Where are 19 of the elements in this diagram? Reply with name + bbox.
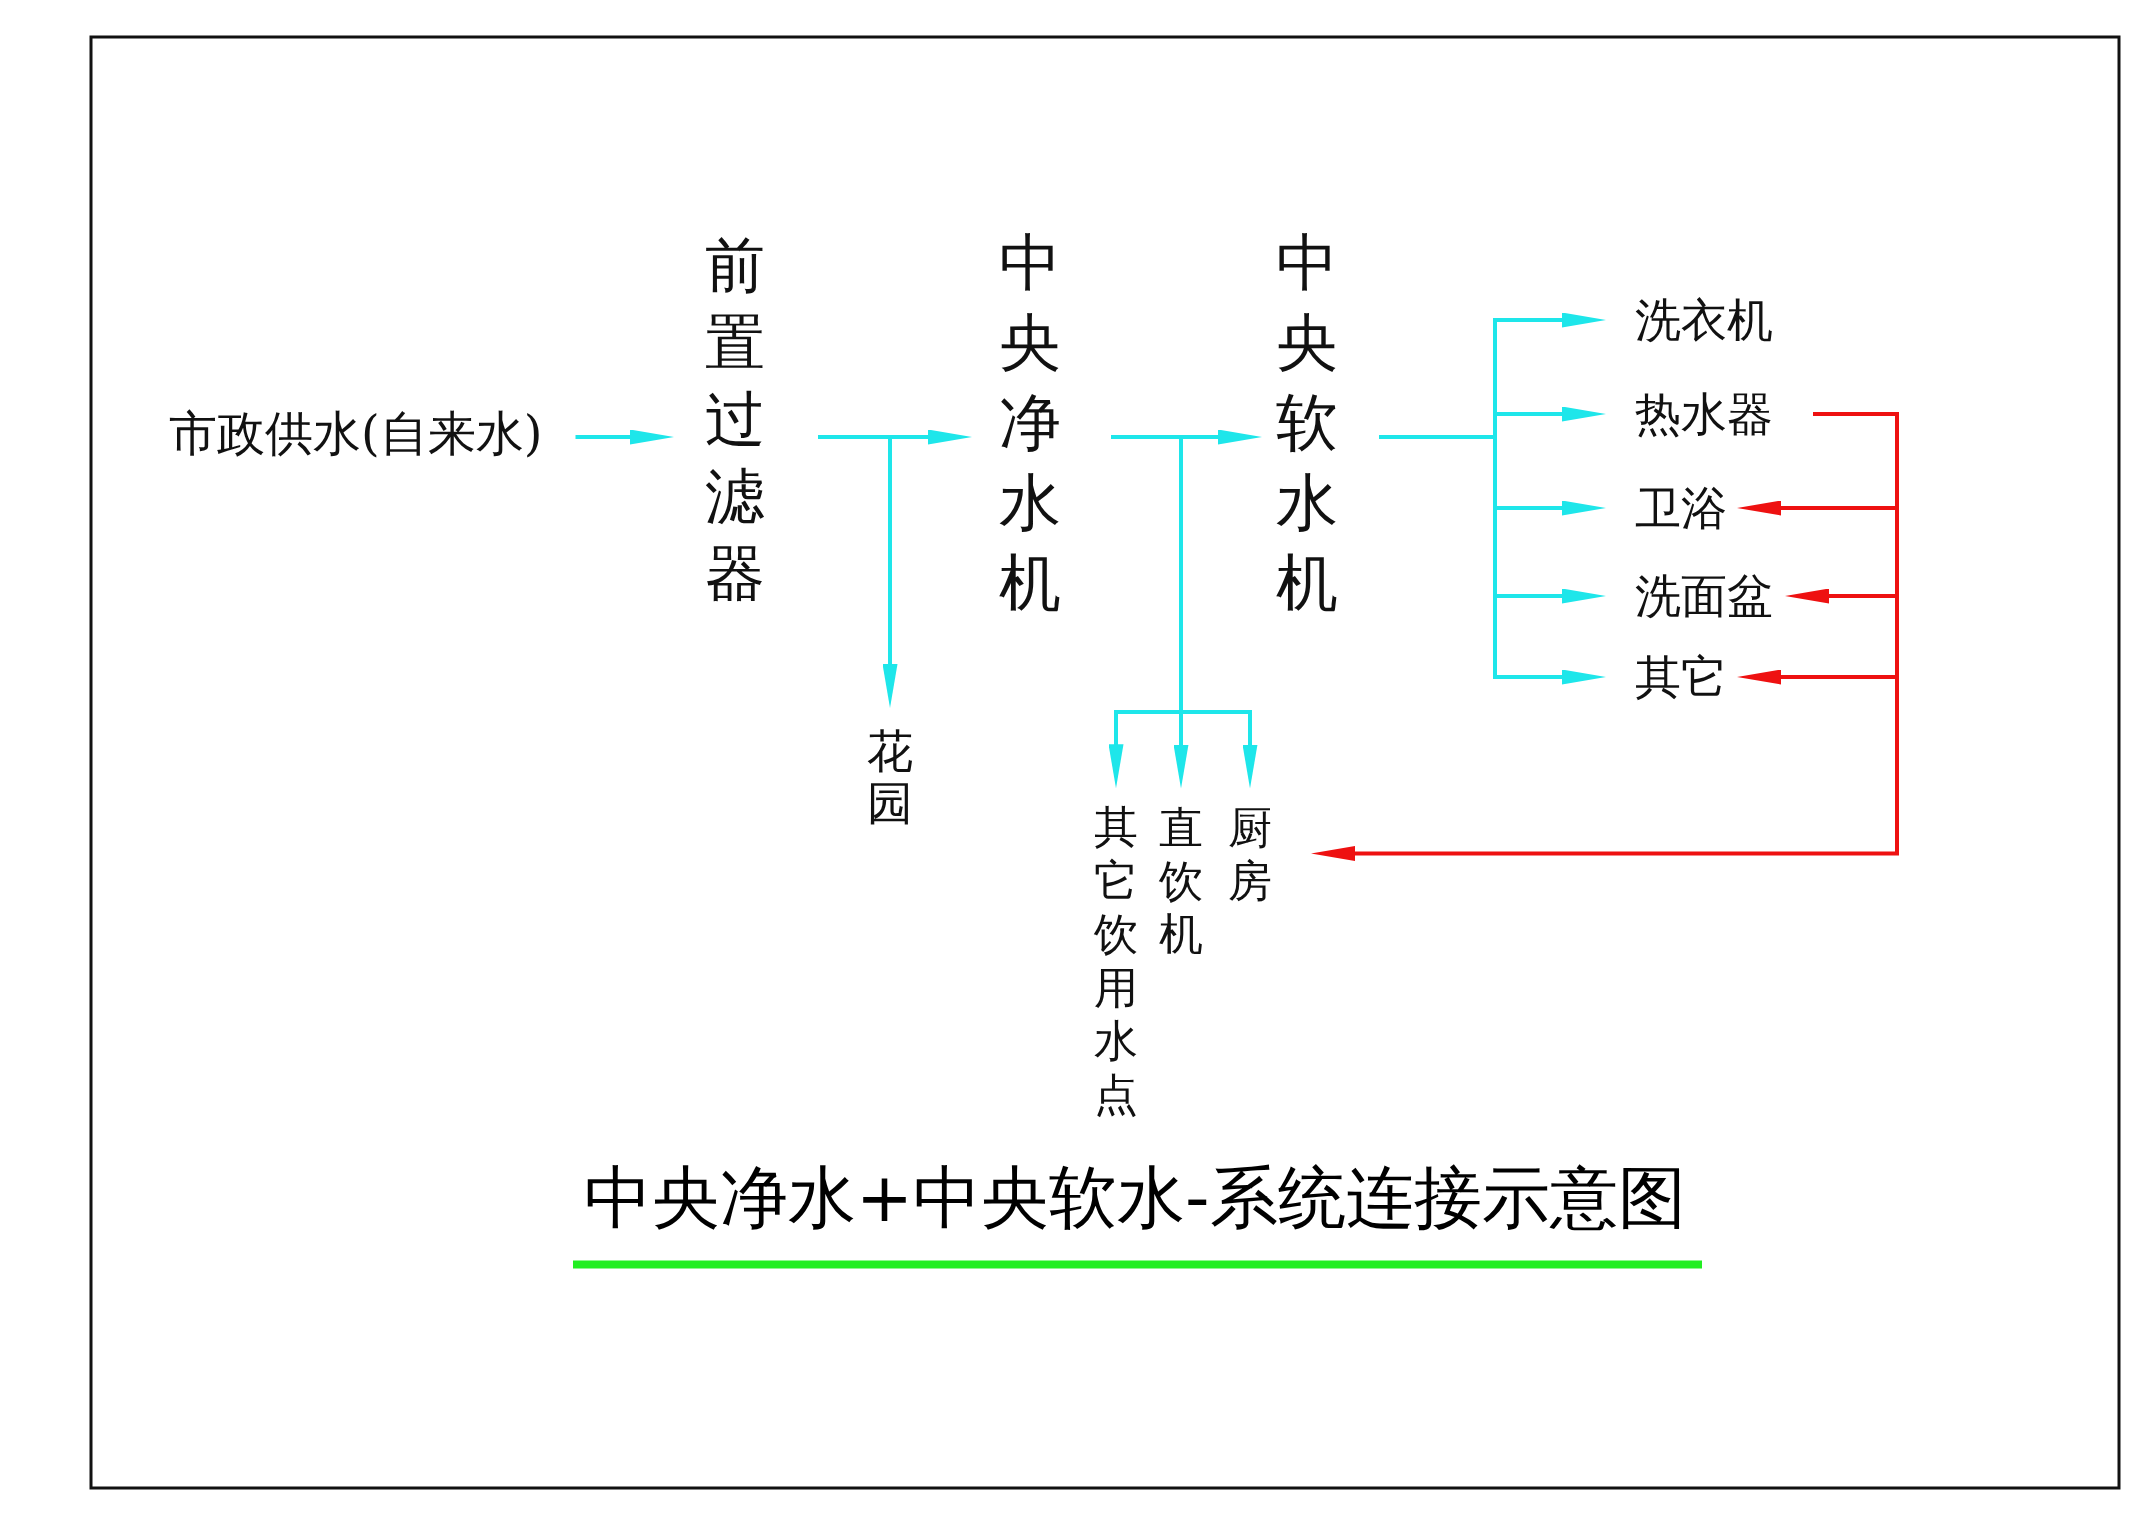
arrow (575, 429, 674, 445)
device-label: 前置过滤器 (705, 226, 765, 612)
outlet-label: 卫浴 (1635, 485, 1727, 531)
source-label: 市政供水(自来水) (169, 409, 543, 457)
outlet-label: 直饮机 (1159, 800, 1203, 960)
outlet-label: 洗衣机 (1635, 297, 1773, 343)
device-label: 中央净水机 (999, 223, 1061, 623)
device-label: 中央软水机 (1276, 223, 1338, 623)
arrow (1379, 435, 1606, 685)
outlet-label: 洗面盆 (1635, 573, 1773, 619)
diagram-title: 中央净水+中央软水-系统连接示意图 (584, 1164, 1686, 1232)
outlet-label: 其它 (1635, 654, 1727, 700)
arrow (1311, 412, 1899, 861)
outlet-label: 热水器 (1635, 391, 1773, 437)
outlet-label: 花园 (867, 725, 913, 829)
outlet-label: 厨房 (1228, 800, 1272, 907)
arrow (1111, 435, 1258, 789)
arrow (818, 435, 898, 708)
outlet-label: 其它饮用水点 (1094, 800, 1138, 1122)
